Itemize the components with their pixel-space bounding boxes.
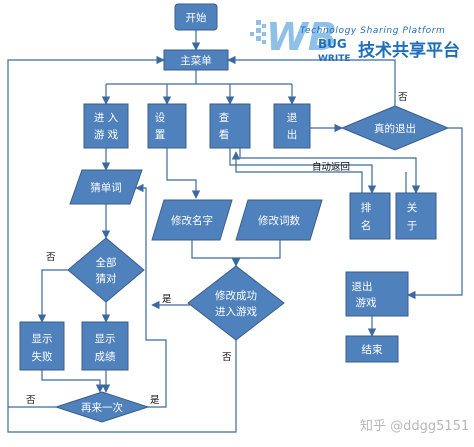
node-show-score-line2: 成绩	[95, 350, 116, 363]
node-guess-word-label: 猜单词	[90, 181, 122, 194]
node-play-again-label: 再来一次	[81, 401, 123, 414]
node-rank: 排 名	[349, 192, 391, 240]
node-start: 开始	[174, 3, 218, 31]
node-edit-success-line2: 进入游戏	[215, 305, 257, 318]
node-view-line2: 看	[219, 128, 230, 141]
node-settings-line2: 置	[155, 129, 166, 141]
node-really-exit-label: 真的退出	[374, 122, 416, 135]
edge-label-edit-success-yes: 是	[162, 294, 172, 305]
logo-bug: BUG	[318, 37, 347, 51]
node-all-correct-line2: 猜对	[96, 272, 117, 285]
node-about-line2: 于	[407, 220, 418, 232]
node-really-exit: 真的退出	[340, 105, 450, 151]
edge-label-play-again-no: 否	[26, 395, 36, 406]
node-edit-success: 修改成功 进入游戏	[187, 265, 285, 341]
node-edit-words: 修改词数	[235, 199, 323, 241]
node-rank-line2: 名	[361, 219, 372, 232]
node-edit-name-label: 修改名字	[171, 214, 213, 227]
edge-label-all-correct-no: 否	[46, 252, 56, 263]
node-enter-game: 进 入 游 戏	[83, 103, 129, 149]
node-show-score: 显示 成绩	[81, 321, 129, 371]
node-settings: 设 置	[147, 103, 187, 149]
node-main-menu-label: 主菜单	[180, 55, 212, 67]
node-edit-words-label: 修改词数	[258, 214, 300, 227]
node-all-correct-line1: 全部	[96, 256, 117, 269]
logo-dots-icon	[250, 20, 266, 44]
node-main-menu: 主菜单	[163, 49, 229, 71]
node-exit-game-line1: 退出	[352, 280, 373, 293]
edge-labels: 否 否 是 否 否 是	[26, 92, 408, 406]
edge-label-play-again-yes: 是	[150, 395, 160, 406]
node-about: 关 于	[395, 192, 437, 240]
node-play-again: 再来一次	[54, 391, 150, 423]
node-all-correct: 全部 猜对	[67, 237, 145, 303]
node-exit: 退 出	[273, 103, 311, 149]
node-settings-line1: 设	[155, 112, 166, 124]
node-exit-game: 退出 游戏	[345, 271, 409, 317]
node-guess-word: 猜单词	[69, 169, 143, 205]
node-enter-game-line2: 游 戏	[94, 128, 119, 141]
node-show-fail-line1: 显示	[32, 333, 53, 345]
logo-write: WRITE	[318, 54, 351, 64]
logo-cn-name: 技术共享平台	[358, 40, 460, 61]
node-show-fail-line2: 失败	[32, 350, 53, 363]
node-exit-game-line2: 游戏	[356, 296, 377, 309]
nodes: 开始 主菜单 进 入 游 戏 设 置 查 看 退 出	[19, 3, 450, 423]
node-end: 结束	[345, 335, 399, 363]
node-show-fail: 显示 失败	[19, 321, 65, 371]
watermark: 知乎 @ddgg5151	[360, 418, 469, 434]
node-exit-line1: 退	[287, 112, 298, 124]
node-show-score-line1: 显示	[95, 333, 116, 345]
node-view-line1: 查	[219, 111, 230, 124]
logo-initials: WB	[266, 15, 337, 59]
edge-label-edit-success-no: 否	[222, 352, 232, 363]
edge-label-really-exit-no: 否	[398, 92, 408, 103]
node-edit-name: 修改名字	[151, 199, 233, 241]
node-end-label: 结束	[362, 343, 383, 356]
logo: WB Technology Sharing Platform BUG WRITE…	[250, 15, 460, 64]
node-edit-success-line1: 修改成功	[215, 289, 257, 302]
node-start-label: 开始	[186, 11, 207, 24]
auto-return-label: 自动返回	[312, 161, 350, 173]
edges	[7, 30, 463, 433]
node-about-line1: 关	[407, 201, 418, 214]
node-enter-game-line1: 进 入	[94, 112, 119, 124]
node-view: 查 看	[209, 103, 251, 149]
node-exit-line2: 出	[287, 128, 298, 141]
node-rank-line1: 排	[361, 201, 372, 214]
logo-tagline: Technology Sharing Platform	[300, 26, 445, 36]
